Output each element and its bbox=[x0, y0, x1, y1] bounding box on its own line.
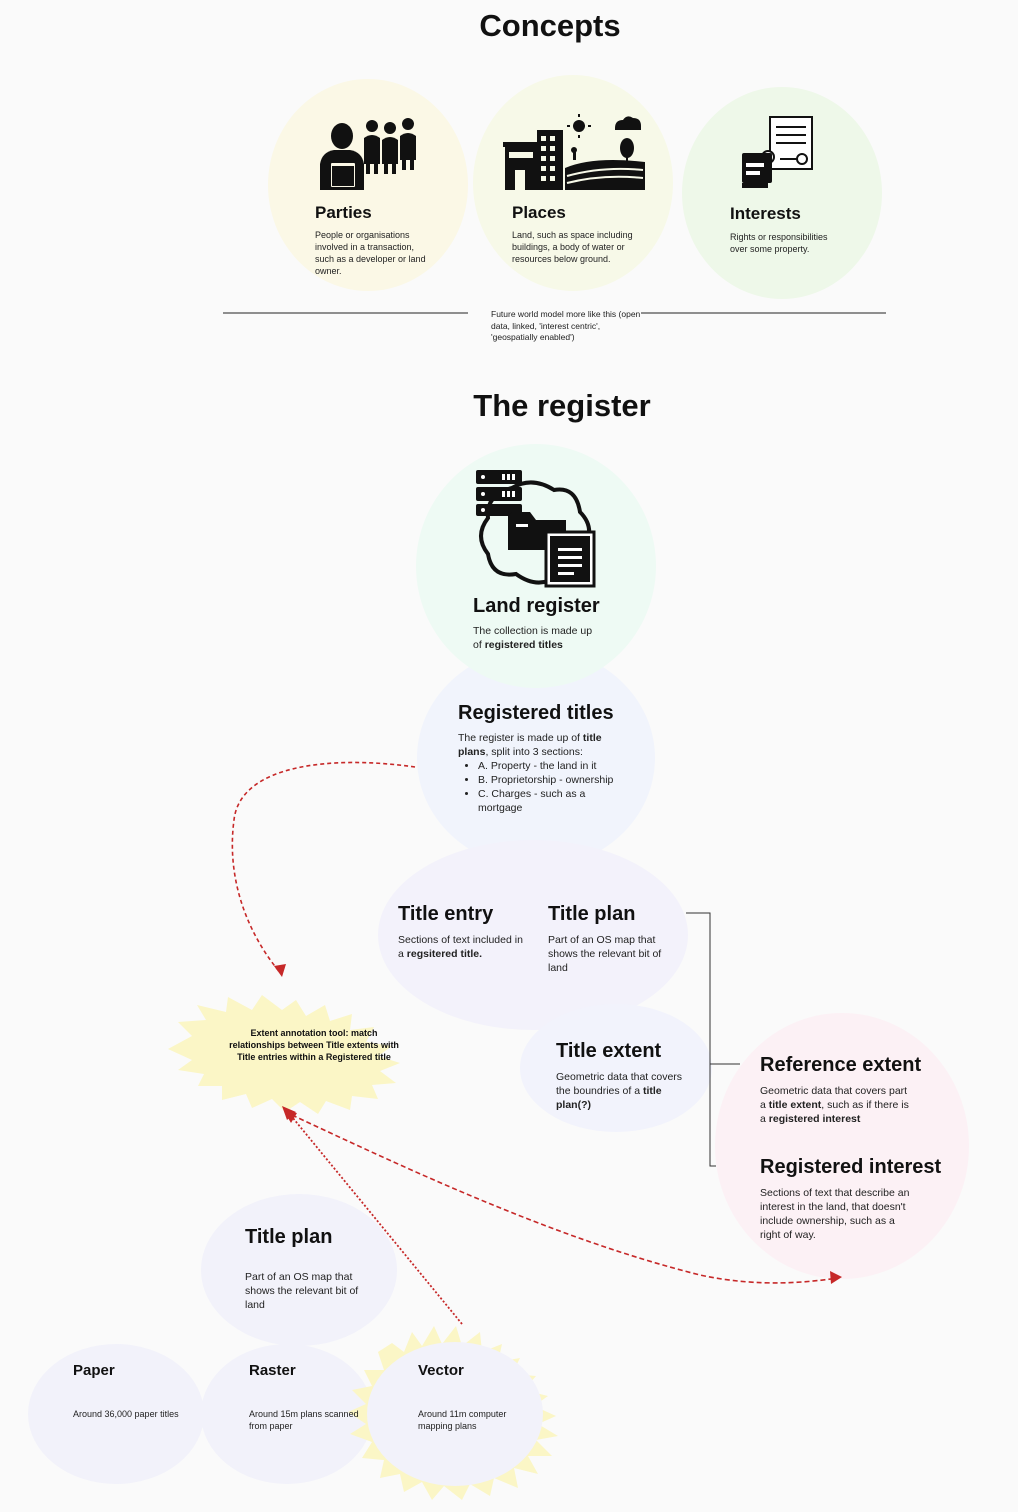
parties-icon bbox=[320, 118, 416, 190]
reference-extent-desc: Geometric data that covers part a title … bbox=[760, 1085, 909, 1125]
vector-circle bbox=[367, 1342, 543, 1486]
title-extent-circle bbox=[520, 1004, 712, 1132]
arrowhead-vector-to-tool bbox=[282, 1106, 296, 1120]
interests-icon bbox=[742, 116, 813, 188]
interests-title: Interests bbox=[730, 204, 801, 223]
registered-titles-title: Registered titles bbox=[458, 702, 614, 724]
land-register-circle bbox=[416, 444, 656, 688]
paper-desc: Around 36,000 paper titles bbox=[73, 1409, 179, 1419]
title-entry-plan-circle bbox=[378, 840, 688, 1030]
concepts-heading: Concepts bbox=[479, 8, 621, 43]
plan-title-plan-circle bbox=[201, 1194, 397, 1346]
interests-circle bbox=[682, 87, 882, 299]
reference-extent-circle bbox=[715, 1013, 969, 1279]
registered-interest-desc: Sections of text that describe an intere… bbox=[760, 1187, 910, 1241]
section-item: B. Proprietorship - ownership bbox=[478, 773, 628, 787]
places-desc: Land, such as space including buildings,… bbox=[512, 230, 633, 264]
places-icon bbox=[503, 114, 645, 190]
registered-titles-desc: The register is made up of title plans, … bbox=[458, 731, 628, 815]
annotation-starburst bbox=[168, 995, 400, 1114]
raster-circle bbox=[201, 1344, 373, 1484]
registered-titles-sections: A. Property - the land in it B. Propriet… bbox=[458, 759, 628, 815]
plan-title-plan-title: Title plan bbox=[245, 1226, 333, 1248]
section-item: A. Property - the land in it bbox=[478, 759, 628, 773]
land-register-icon bbox=[476, 470, 596, 588]
plan-title-plan-desc: Part of an OS map that shows the relevan… bbox=[245, 1271, 359, 1311]
title-entry-desc: Sections of text included in a regsitere… bbox=[398, 934, 523, 960]
land-register-title: Land register bbox=[473, 595, 600, 617]
arrow-tool-to-reference bbox=[291, 1114, 839, 1284]
parties-circle bbox=[268, 79, 468, 291]
raster-desc: Around 15m plans scanned from paper bbox=[249, 1409, 359, 1431]
title-extent-desc: Geometric data that covers the boundries… bbox=[556, 1071, 683, 1111]
title-plan-title: Title plan bbox=[548, 903, 636, 925]
registered-interest-title: Registered interest bbox=[760, 1156, 942, 1178]
vector-desc: Around 11m computer mapping plans bbox=[418, 1409, 507, 1431]
title-extent-title: Title extent bbox=[556, 1040, 662, 1062]
future-note: Future world model more like this (open … bbox=[491, 309, 641, 342]
interests-desc: Rights or responsibilities over some pro… bbox=[730, 232, 828, 254]
title-plan-desc: Part of an OS map that shows the relevan… bbox=[548, 934, 662, 974]
section-item: C. Charges - such as a mortgage bbox=[478, 787, 628, 815]
places-title: Places bbox=[512, 203, 566, 222]
register-heading: The register bbox=[473, 388, 651, 423]
annotation-tool-note: Extent annotation tool: match relationsh… bbox=[229, 1028, 399, 1062]
reference-extent-title: Reference extent bbox=[760, 1054, 922, 1076]
arrow-titles-to-tool bbox=[231, 761, 416, 976]
paper-title: Paper bbox=[73, 1362, 115, 1379]
registered-titles-circle bbox=[417, 648, 655, 868]
parties-title: Parties bbox=[315, 203, 372, 222]
title-entry-title: Title entry bbox=[398, 903, 494, 925]
arrowhead-reference bbox=[830, 1271, 842, 1284]
land-register-desc: The collection is made up of registered … bbox=[473, 625, 593, 651]
parties-desc: People or organisations involved in a tr… bbox=[315, 230, 426, 276]
raster-title: Raster bbox=[249, 1362, 296, 1379]
arrow-vector-to-tool bbox=[287, 1111, 463, 1325]
vector-title: Vector bbox=[418, 1362, 464, 1379]
bracket-connector bbox=[686, 912, 716, 1167]
paper-circle bbox=[28, 1344, 204, 1484]
arrowhead-titles-to-tool bbox=[274, 964, 286, 977]
